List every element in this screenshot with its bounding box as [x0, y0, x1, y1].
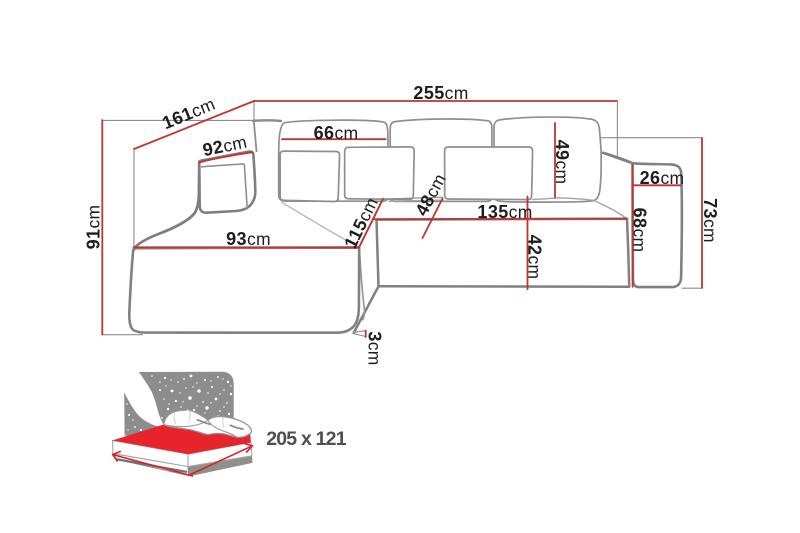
svg-text:49cm: 49cm [552, 140, 572, 185]
svg-text:26cm: 26cm [640, 168, 685, 188]
svg-text:91cm: 91cm [84, 205, 104, 250]
svg-text:255cm: 255cm [413, 83, 468, 103]
svg-text:205 x 121: 205 x 121 [266, 428, 347, 450]
svg-text:93cm: 93cm [226, 229, 271, 249]
svg-text:66cm: 66cm [314, 123, 359, 143]
svg-text:135cm: 135cm [477, 202, 532, 222]
svg-text:73cm: 73cm [700, 198, 720, 243]
svg-text:42cm: 42cm [525, 235, 545, 280]
svg-text:3cm: 3cm [365, 331, 385, 365]
svg-text:68cm: 68cm [630, 208, 650, 253]
